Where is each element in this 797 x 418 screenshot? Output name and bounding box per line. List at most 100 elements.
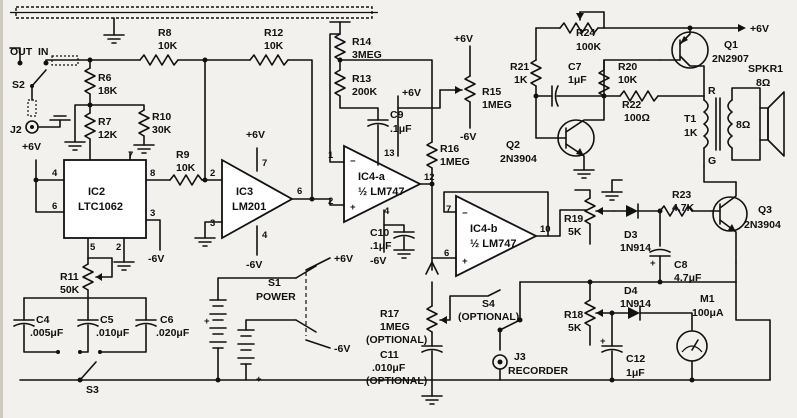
ic4a-part: ½ LM747 [358, 186, 404, 198]
d3-part: 1N914 [620, 242, 651, 254]
r20-resistor [598, 69, 610, 97]
r7-name: R7 [98, 116, 112, 128]
r23-resistor [659, 205, 693, 217]
c9-name: C9 [390, 109, 404, 121]
svg-text:+: + [462, 256, 468, 267]
s3-name: S3 [86, 384, 99, 396]
c11-note: (OPTIONAL) [366, 375, 427, 387]
r24-value: 100K [576, 41, 602, 53]
t1-secondary-value: 8Ω [736, 119, 750, 131]
ic4a-pin-13: 13 [384, 148, 395, 159]
s1-name: S1 [268, 277, 281, 289]
c8-value: 4.7μF [674, 272, 702, 284]
ic4b-pin-7: 7 [446, 204, 451, 215]
r18-name: R18 [564, 309, 583, 321]
ic4a-minus6-label: -6V [370, 255, 386, 267]
ic3-minus6-label: -6V [246, 259, 262, 271]
r24-name: R24 [576, 27, 595, 39]
svg-text:+: + [600, 336, 606, 347]
ic3-part: LM201 [232, 201, 266, 213]
ic2-pin-2: 2 [116, 242, 121, 253]
d3-name: D3 [624, 229, 638, 241]
r24-resistor [559, 22, 599, 34]
r6-resistor [84, 67, 96, 95]
r10-name: R10 [152, 111, 171, 123]
r17-value: 1MEG [380, 321, 410, 333]
r7-value: 12K [98, 129, 118, 141]
t1-value: 1K [684, 127, 698, 139]
r16-value: 1MEG [440, 156, 470, 168]
r6-name: R6 [98, 72, 112, 84]
r21-resistor [530, 59, 542, 87]
r11-resistor [82, 263, 94, 291]
r8-resistor [139, 54, 179, 66]
c10-name: C10 [370, 227, 389, 239]
ic4a-pin-12: 12 [424, 172, 435, 183]
t1-r-label: R [708, 85, 716, 97]
r14-value: 3MEG [352, 49, 382, 61]
ic2-filter-chip: +6V IC2 LTC1062 4 7 8 6 5 2 3 -6V [22, 141, 171, 271]
r15-value: 1MEG [482, 99, 512, 111]
speaker-value: 8Ω [756, 77, 770, 89]
r18-value: 5K [568, 322, 582, 334]
s1-plus6-label: +6V [334, 253, 353, 265]
ic3-pin-3: 3 [210, 218, 215, 229]
c12-value: 1μF [626, 367, 645, 379]
c11-name: C11 [380, 349, 399, 361]
ic4a-pin-1: 1 [328, 150, 334, 161]
r8-value: 10K [158, 40, 178, 52]
svg-text:−: − [350, 156, 356, 167]
c6-name: C6 [160, 314, 174, 326]
c12-name: C12 [626, 353, 645, 365]
r20-value: 10K [618, 74, 638, 86]
r6-r7-r10-network: R6 18K R7 12K R10 30K [64, 59, 172, 161]
ic2-name: IC2 [88, 186, 105, 198]
d4-part: 1N914 [620, 298, 651, 310]
ic4b-name: IC4-b [470, 223, 498, 235]
ic2-pin-5: 5 [90, 242, 96, 253]
r12-value: 10K [264, 40, 284, 52]
r22-name: R22 [622, 99, 641, 111]
d4-name: D4 [624, 285, 638, 297]
audio-plus6-label: +6V [750, 23, 769, 35]
j3-label: RECORDER [508, 365, 569, 377]
svg-text:+: + [350, 202, 356, 213]
r13-resistor [334, 69, 346, 97]
meter-driver: R19 5K D3 1N914 R23 4.7K + C8 4.7μF Q3 2… [564, 165, 781, 284]
r9-name: R9 [176, 149, 190, 161]
audio-output-stage: R24 100K +6V R21 1K C7 1μF R20 10K R22 1… [500, 11, 785, 179]
j2-label: J2 [10, 124, 22, 136]
m1-value: 100μA [692, 307, 724, 319]
ic3-pin-6: 6 [297, 186, 302, 197]
r14-name: R14 [352, 36, 371, 48]
ic4a-amplifier: IC4-a ½ LM747 − + 1 13 12 2 4 R14 3MEG R… [328, 21, 470, 267]
c5-name: C5 [100, 314, 114, 326]
input-section: OUT IN S2 J2 [9, 46, 91, 136]
ic3-buffer: R9 10K IC3 LM201 2 3 7 4 6 +6V -6V [169, 129, 331, 271]
recorder-output: R17 1MEG (OPTIONAL) C11 .010μF (OPTIONAL… [366, 289, 569, 405]
ic4b-pin-6: 6 [444, 248, 449, 259]
j3-name: J3 [514, 351, 526, 363]
s2-label: S2 [12, 79, 25, 91]
s4-name: S4 [482, 298, 495, 310]
r16-resistor [426, 141, 438, 169]
ic2-pin-4: 4 [52, 168, 58, 179]
s4-note: (OPTIONAL) [458, 311, 519, 323]
q1-name: Q1 [724, 39, 738, 51]
svg-text:+: + [650, 258, 656, 269]
r19-value: 5K [568, 226, 582, 238]
meter-section: R18 5K D4 1N914 M1 100μA + C12 1μF [19, 281, 771, 383]
ic2-part: LTC1062 [78, 201, 123, 213]
r17-note: (OPTIONAL) [366, 334, 427, 346]
in-terminal-label: IN [38, 46, 49, 58]
c5-value: .010μF [96, 327, 130, 339]
t1-name: T1 [684, 113, 696, 125]
r9-resistor [169, 174, 203, 186]
ic3-pin-4: 4 [262, 230, 268, 241]
c7-value: 1μF [568, 74, 587, 86]
ic3-pin-7: 7 [262, 158, 267, 169]
ic3-pin-2: 2 [210, 168, 215, 179]
t1-g-label: G [708, 155, 716, 167]
ic4a-pin-4: 4 [384, 206, 390, 217]
